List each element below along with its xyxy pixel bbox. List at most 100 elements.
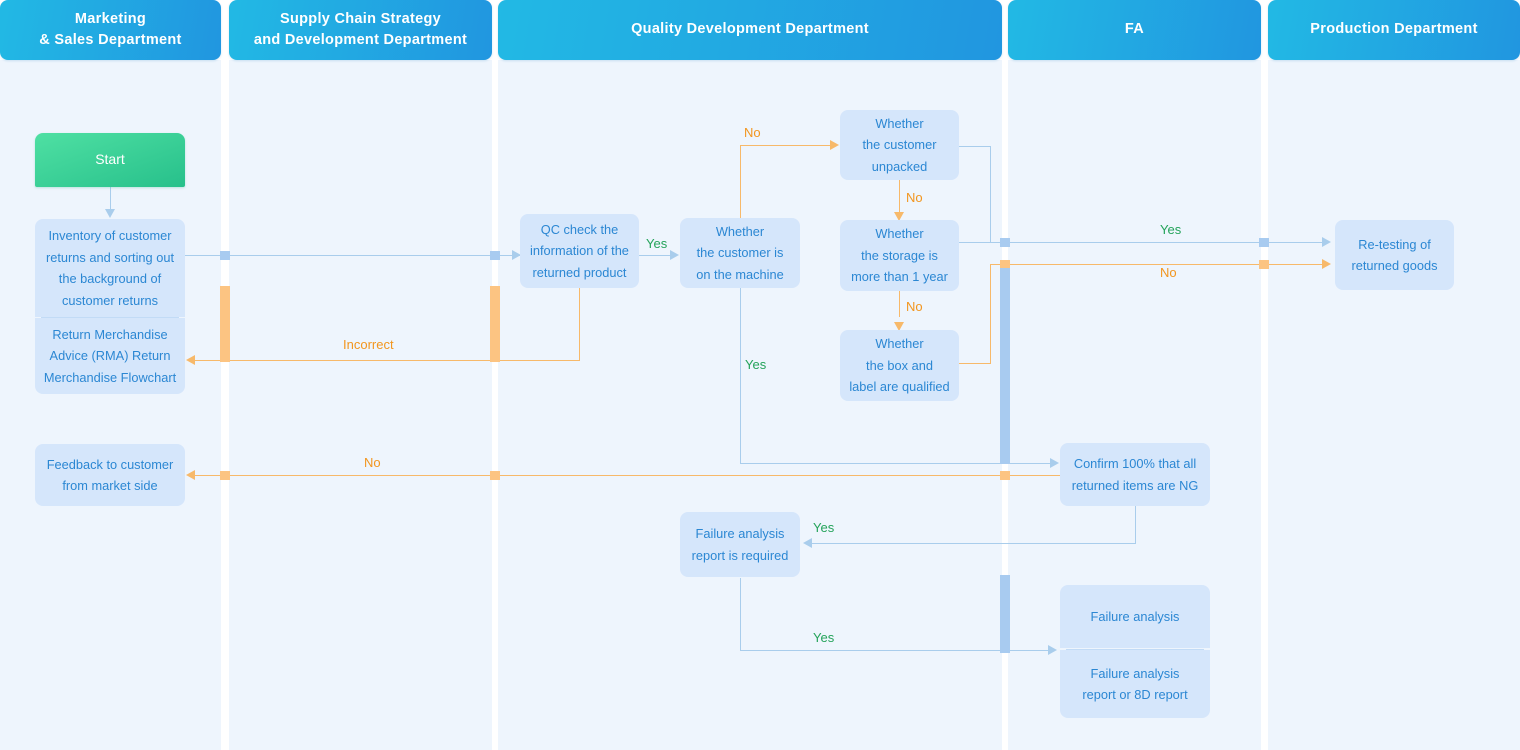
divider-inventory-rma xyxy=(41,317,179,318)
arrowhead-required-yes-to-fa xyxy=(1048,645,1057,655)
lane-header-production-label: Production Department xyxy=(1310,21,1478,38)
node-start-label: Start xyxy=(95,151,125,168)
node-rma-label: Return Merchandise Advice (RMA) Return M… xyxy=(43,326,177,385)
gutter-required-yes xyxy=(1000,575,1010,653)
gutter-inventory-qc-2 xyxy=(490,251,500,260)
edge-label-incorrect: Incorrect xyxy=(343,337,394,352)
edge-label-fa-yes-required: Yes xyxy=(813,520,835,535)
node-qc-check[interactable]: QC check the information of the returned… xyxy=(520,214,639,288)
connector-inventory-to-qc xyxy=(185,255,520,256)
gutter-yes-bus-1 xyxy=(1000,238,1010,247)
gutter-no-bus-1 xyxy=(1000,260,1010,269)
connector-machine-no-h xyxy=(740,145,832,146)
lane-supply-chain xyxy=(229,60,492,750)
node-start[interactable]: Start xyxy=(35,133,185,187)
arrowhead-qc-to-machine xyxy=(670,250,679,260)
node-whether-storage-more-than-1-year[interactable]: Whether the storage is more than 1 year xyxy=(840,220,959,291)
gutter-machine-yes xyxy=(1000,268,1010,464)
connector-confirm-no-feedback xyxy=(195,475,1061,476)
node-retesting-label: Re-testing of returned goods xyxy=(1351,236,1438,274)
gutter-no-bus-2 xyxy=(1259,260,1269,269)
lane-header-marketing: Marketing & Sales Department xyxy=(0,0,221,60)
gutter-yes-bus-2 xyxy=(1259,238,1269,247)
arrowhead-no-to-retesting xyxy=(1322,259,1331,269)
gutter-incorrect-2 xyxy=(220,286,230,362)
arrowhead-incorrect-to-rma xyxy=(186,355,195,365)
connector-confirm-yes-v xyxy=(1135,505,1136,543)
lane-header-production: Production Department xyxy=(1268,0,1520,60)
lane-header-fa: FA xyxy=(1008,0,1261,60)
lane-production xyxy=(1268,60,1520,750)
node-failure-required-label: Failure analysis report is required xyxy=(691,526,789,563)
connector-unpacked-yes-v xyxy=(990,146,991,242)
node-on-machine-label: Whether the customer is on the machine xyxy=(696,223,784,282)
lane-header-supply-chain: Supply Chain Strategy and Development De… xyxy=(229,0,492,60)
edge-label-retest-yes: Yes xyxy=(1160,222,1182,237)
arrowhead-machine-yes-to-confirm xyxy=(1050,458,1059,468)
node-failure-analysis-label: Failure analysis xyxy=(1090,608,1180,624)
connector-boxlabel-yes-v xyxy=(990,264,991,364)
node-inventory-of-customer-returns[interactable]: Inventory of customer returns and sortin… xyxy=(35,219,185,317)
edge-label-confirm-no: No xyxy=(364,455,381,470)
connector-storage-no xyxy=(899,291,900,317)
edge-label-required-yes: Yes xyxy=(813,630,835,645)
connector-start-to-inventory xyxy=(110,187,111,213)
node-failure-analysis-report-8d[interactable]: Failure analysis report or 8D report xyxy=(1060,650,1210,718)
node-retesting-returned-goods[interactable]: Re-testing of returned goods xyxy=(1335,220,1454,290)
connector-unpacked-no xyxy=(899,180,900,216)
node-failure-report-label: Failure analysis report or 8D report xyxy=(1082,665,1188,703)
connector-qc-to-machine xyxy=(639,255,673,256)
node-storage-label: Whether the storage is more than 1 year xyxy=(851,226,948,285)
arrowhead-inventory-to-qc xyxy=(512,250,521,260)
node-whether-customer-unpacked[interactable]: Whether the customer unpacked xyxy=(840,110,959,180)
node-feedback-to-customer[interactable]: Feedback to customer from market side xyxy=(35,444,185,506)
gutter-confirm-no-3 xyxy=(220,471,230,480)
arrowhead-unpacked-to-storage xyxy=(894,212,904,221)
connector-incorrect-h xyxy=(195,360,580,361)
edge-label-machine-no: No xyxy=(744,125,761,140)
connector-required-yes-h xyxy=(740,650,1053,651)
arrowhead-start-to-inventory xyxy=(105,209,115,218)
node-failure-analysis[interactable]: Failure analysis xyxy=(1060,585,1210,648)
connector-boxlabel-yes-h xyxy=(959,363,990,364)
node-feedback-label: Feedback to customer from market side xyxy=(46,456,174,494)
lane-header-quality-label: Quality Development Department xyxy=(631,21,869,38)
edge-label-machine-yes: Yes xyxy=(745,357,767,372)
lane-header-fa-label: FA xyxy=(1124,21,1145,38)
connector-machine-no-v xyxy=(740,145,741,225)
node-whether-customer-on-machine[interactable]: Whether the customer is on the machine xyxy=(680,218,800,288)
connector-required-yes-v xyxy=(740,578,741,650)
connector-unpacked-yes-h xyxy=(959,146,990,147)
node-qc-check-label: QC check the information of the returned… xyxy=(530,221,629,280)
divider-failure-analysis-report xyxy=(1066,649,1204,650)
node-whether-box-and-label-qualified[interactable]: Whether the box and label are qualified xyxy=(840,330,959,401)
arrowhead-confirm-yes-to-required xyxy=(803,538,812,548)
lane-header-supply-chain-label: Supply Chain Strategy and Development De… xyxy=(253,10,468,48)
gutter-incorrect-1 xyxy=(490,286,500,362)
connector-yes-bus-to-retesting xyxy=(990,242,1325,243)
edge-label-unpacked-no: No xyxy=(906,190,923,205)
edge-label-qc-to-machine: Yes xyxy=(646,236,668,251)
edge-label-retest-no: No xyxy=(1160,265,1177,280)
node-inventory-label: Inventory of customer returns and sortin… xyxy=(45,228,175,308)
node-confirm-100-percent-ng[interactable]: Confirm 100% that all returned items are… xyxy=(1060,443,1210,506)
connector-storage-yes-h xyxy=(959,242,990,243)
gutter-confirm-no-2 xyxy=(490,471,500,480)
lane-header-marketing-label: Marketing & Sales Department xyxy=(39,10,182,48)
arrowhead-machine-no-to-unpacked xyxy=(830,140,839,150)
node-unpacked-label: Whether the customer unpacked xyxy=(862,115,937,174)
gutter-confirm-no-1 xyxy=(1000,471,1010,480)
gutter-inventory-qc-1 xyxy=(220,251,230,260)
connector-no-bus-to-retesting xyxy=(990,264,1325,265)
lane-header-quality: Quality Development Department xyxy=(498,0,1002,60)
arrowhead-confirm-no-to-feedback xyxy=(186,470,195,480)
edge-label-storage-no: No xyxy=(906,299,923,314)
connector-machine-yes-v xyxy=(740,288,741,463)
arrowhead-yes-to-retesting xyxy=(1322,237,1331,247)
arrowhead-storage-to-boxlabel xyxy=(894,322,904,331)
connector-incorrect-v xyxy=(579,288,580,361)
node-rma-flowchart[interactable]: Return Merchandise Advice (RMA) Return M… xyxy=(35,318,185,394)
connector-machine-yes-h xyxy=(740,463,1055,464)
node-failure-analysis-report-required[interactable]: Failure analysis report is required xyxy=(680,512,800,577)
